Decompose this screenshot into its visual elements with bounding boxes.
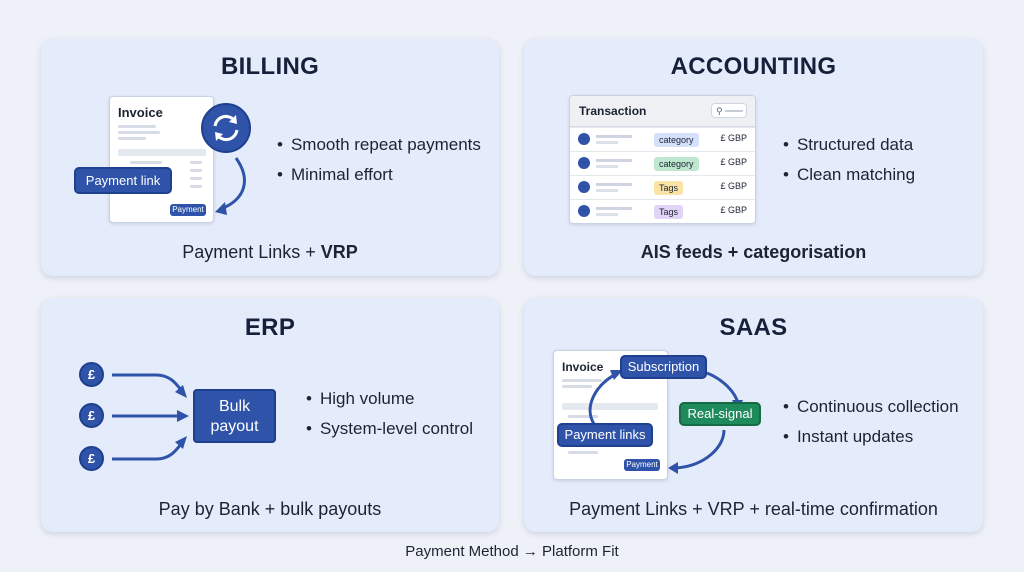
doc-line	[562, 379, 602, 382]
row-line	[596, 183, 632, 186]
transaction-table: Transaction ⚲ category £ GBP category £ …	[569, 95, 756, 224]
row-line	[596, 189, 618, 192]
row-avatar	[578, 157, 590, 169]
table-row[interactable]: category £ GBP	[570, 151, 755, 175]
billing-card: BILLING Invoice Payment Payment link Smo…	[41, 39, 499, 276]
bullet-item: Smooth repeat payments	[277, 130, 481, 160]
saas-card: SAAS Invoice Payment Subscription Real-s…	[524, 298, 983, 532]
erp-card: ERP £ £ £ Bulk payout High volume System…	[41, 298, 499, 532]
billing-invoice-doc: Invoice Payment	[109, 96, 214, 223]
row-line	[596, 159, 632, 162]
table-row[interactable]: Tags £ GBP	[570, 175, 755, 199]
billing-caption-bold: VRP	[320, 242, 358, 262]
row-amount: £ GBP	[720, 205, 747, 215]
arrow-head	[175, 385, 187, 398]
search-icon: ⚲	[716, 106, 723, 116]
refresh-icon	[213, 114, 239, 142]
arrow-head	[175, 436, 187, 449]
table-row[interactable]: Tags £ GBP	[570, 199, 755, 223]
bullet-item: Structured data	[783, 130, 915, 160]
search-placeholder-line	[725, 110, 743, 112]
arrow-line	[112, 443, 183, 461]
accounting-title: ACCOUNTING	[670, 53, 837, 80]
row-avatar	[578, 205, 590, 217]
bulk-payout-line2: payout	[210, 418, 259, 435]
transaction-table-header: Transaction ⚲	[570, 96, 755, 127]
row-tag: Tags	[654, 205, 684, 219]
arrow-head	[177, 410, 189, 422]
billing-caption-text: Payment Links +	[182, 242, 321, 262]
sync-badge	[201, 103, 251, 153]
arrow-line	[112, 373, 183, 391]
real-signal-chip[interactable]: Real-signal	[679, 402, 761, 426]
billing-bullets: Smooth repeat payments Minimal effort	[277, 130, 481, 190]
payment-links-chip[interactable]: Payment links	[557, 423, 653, 447]
saas-invoice-title: Invoice	[562, 360, 604, 374]
doc-line	[568, 451, 598, 454]
erp-title: ERP	[244, 314, 296, 341]
row-tag: category	[654, 157, 699, 171]
saas-payment-button[interactable]: Payment	[624, 459, 660, 471]
cycle-arrow	[706, 371, 740, 405]
erp-bullets: High volume System-level control	[306, 384, 473, 444]
pound-coin-icon: £	[79, 403, 104, 428]
doc-line	[190, 185, 202, 188]
doc-line	[130, 161, 162, 164]
bullet-item: System-level control	[306, 414, 473, 444]
bulk-payout-line1: Bulk	[218, 398, 251, 415]
footer-label: Payment Method → Platform Fit	[405, 543, 619, 560]
row-amount: £ GBP	[720, 133, 747, 143]
table-row[interactable]: category £ GBP	[570, 127, 755, 151]
bullet-item: High volume	[306, 384, 473, 414]
row-line	[596, 165, 618, 168]
doc-line	[190, 161, 202, 164]
curved-arrow	[220, 157, 246, 211]
doc-line	[190, 177, 202, 180]
billing-invoice-title: Invoice	[118, 105, 163, 120]
row-tag: Tags	[654, 181, 684, 195]
erp-caption: Pay by Bank + bulk payouts	[158, 499, 382, 519]
transaction-search-input[interactable]: ⚲	[711, 103, 747, 118]
doc-line	[568, 415, 598, 418]
cycle-arrow	[675, 429, 726, 470]
bullet-item: Instant updates	[783, 422, 959, 452]
payment-link-chip[interactable]: Payment link	[74, 167, 172, 194]
row-avatar	[578, 133, 590, 145]
accounting-caption: AIS feeds + categorisation	[640, 242, 867, 262]
transaction-table-title: Transaction	[579, 104, 647, 118]
accounting-bullets: Structured data Clean matching	[783, 130, 915, 190]
doc-line	[190, 169, 202, 172]
row-line	[596, 207, 632, 210]
bullet-item: Clean matching	[783, 160, 915, 190]
billing-title: BILLING	[220, 53, 320, 80]
doc-line	[118, 125, 156, 128]
bullet-item: Minimal effort	[277, 160, 481, 190]
row-line	[596, 141, 618, 144]
doc-line	[562, 385, 592, 388]
saas-caption: Payment Links + VRP + real-time confirma…	[569, 499, 938, 519]
row-line	[596, 213, 618, 216]
saas-title: SAAS	[719, 314, 788, 341]
row-amount: £ GBP	[720, 157, 747, 167]
doc-line	[118, 131, 160, 134]
doc-table-header	[118, 149, 206, 156]
pound-coin-icon: £	[79, 446, 104, 471]
doc-table-header	[562, 403, 658, 410]
billing-payment-button[interactable]: Payment	[170, 204, 206, 216]
arrow-head	[215, 202, 227, 215]
row-avatar	[578, 181, 590, 193]
row-amount: £ GBP	[720, 181, 747, 191]
saas-bullets: Continuous collection Instant updates	[783, 392, 959, 452]
bullet-item: Continuous collection	[783, 392, 959, 422]
row-line	[596, 135, 632, 138]
row-tag: category	[654, 133, 699, 147]
accounting-card: ACCOUNTING Transaction ⚲ category £ GBP …	[524, 39, 983, 276]
doc-line	[118, 137, 146, 140]
bulk-payout-box: Bulk payout	[193, 389, 276, 443]
subscription-chip[interactable]: Subscription	[620, 355, 707, 379]
billing-caption: Payment Links + VRP	[41, 242, 499, 263]
arrow-head	[668, 462, 678, 474]
pound-coin-icon: £	[79, 362, 104, 387]
